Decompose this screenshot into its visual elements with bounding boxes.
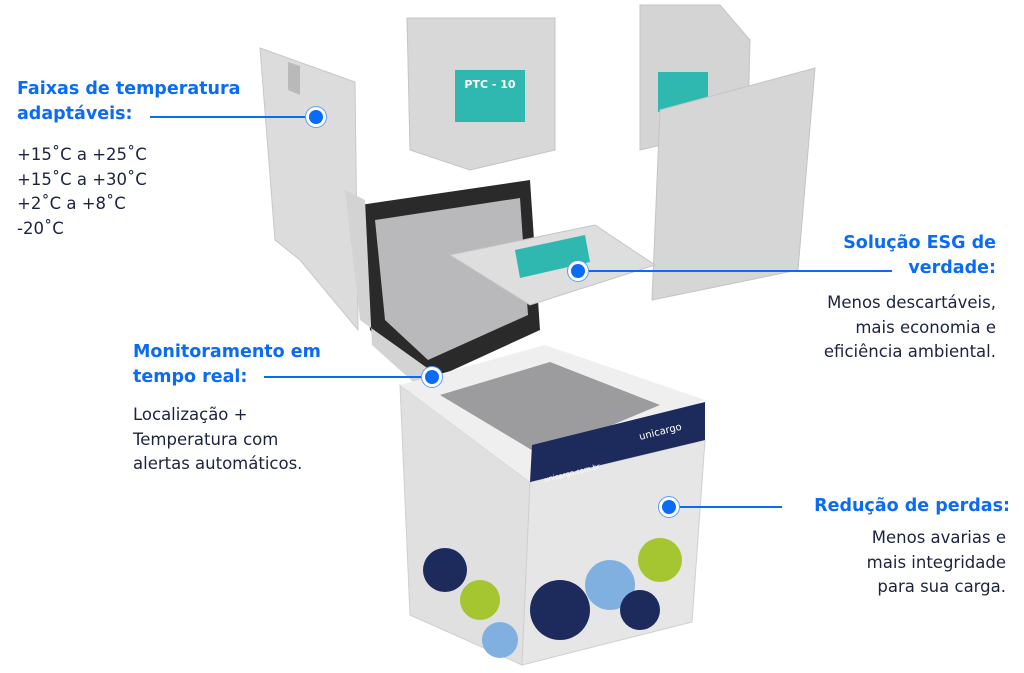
title-line: Monitoramento em [133,342,321,362]
body-line: eficiência ambiental. [823,342,996,361]
losses-hotspot[interactable] [662,500,676,514]
temperature-hotspot[interactable] [309,110,323,124]
body-line: Menos descartáveis, [827,293,996,312]
body-line: Localização + [133,405,248,424]
losses-connector-line [669,506,782,508]
monitoring-description: Localização + Temperatura com alertas au… [133,403,302,477]
body-line: mais economia e [855,317,996,337]
temperature-range: +15˚C a +25˚C [17,145,147,164]
temperature-range: -20˚C [17,218,64,238]
left-lid-panel [259,47,359,332]
losses-callout-title: Redução de perdas: [814,494,1010,519]
monitoring-callout-title: Monitoramento em tempo real: [133,340,321,390]
esg-callout-title: Solução ESG de verdade: [843,231,996,281]
body-line: alertas automáticos. [133,454,303,473]
monitoring-connector-line [264,376,432,378]
temperature-ranges: +15˚C a +25˚C +15˚C a +30˚C +2˚C a +8˚C … [17,143,147,241]
temperature-range: +15˚C a +30˚C [17,169,147,189]
esg-connector-line [578,270,892,272]
losses-description: Menos avarias e mais integridade para su… [867,526,1006,600]
monitoring-hotspot[interactable] [425,370,439,384]
title-line: Faixas de temperatura [17,79,241,99]
body-line: mais integridade [866,552,1006,572]
title-line: adaptáveis: [17,104,133,124]
esg-hotspot[interactable] [571,264,585,278]
title-line: verdade: [908,258,996,278]
body-line: Temperatura com [133,429,279,449]
brand-band [530,402,705,482]
ice-pack-label: PTC - 10 [464,78,516,91]
esg-description: Menos descartáveis, mais economia e efic… [824,291,996,365]
temperature-range: +2˚C a +8˚C [17,194,126,213]
temperature-connector-line [150,116,315,118]
title-line: Redução de perdas: [814,496,1010,516]
body-line: Menos avarias e [871,528,1006,547]
title-line: tempo real: [133,367,248,387]
body-line: para sua carga. [877,577,1006,596]
temperature-callout-title: Faixas de temperatura adaptáveis: [17,77,240,127]
lid-frame [345,190,430,388]
box-interior [440,362,660,455]
title-line: Solução ESG de [843,233,996,253]
